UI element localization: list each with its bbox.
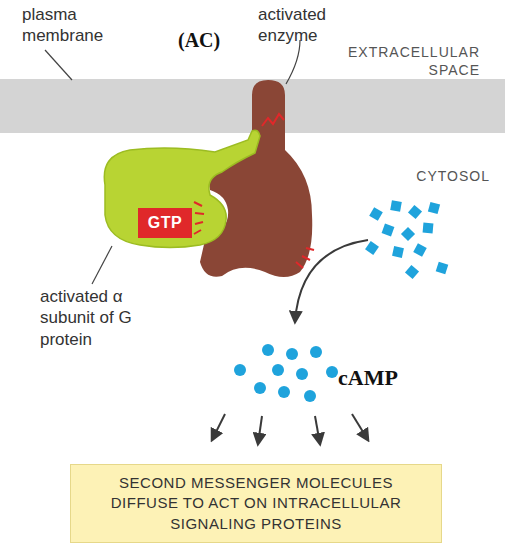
region-label: CYTOSOL (380, 168, 490, 186)
enzyme-label: activated enzyme (258, 4, 348, 47)
gtp-box-text: GTP (148, 212, 182, 234)
subunit-label: activated α subunit of G protein (40, 286, 140, 350)
leader-line (286, 40, 300, 84)
diffusion-arrows (212, 414, 368, 444)
summary-box: SECOND MESSENGER MOLECULES DIFFUSE TO AC… (70, 464, 442, 543)
activation-marks (194, 202, 314, 268)
conversion-arrow (295, 240, 368, 322)
region-label: EXTRACELLULAR SPACE (330, 44, 480, 79)
atp-molecules (365, 200, 448, 279)
summary-box-text: SECOND MESSENGER MOLECULES DIFFUSE TO AC… (87, 473, 425, 534)
leader-line (92, 246, 112, 284)
membrane-label: plasma membrane (22, 4, 122, 47)
leader-line (45, 50, 72, 80)
enzyme-abbreviation: (AC) (178, 28, 238, 53)
g-alpha-subunit (104, 130, 260, 247)
camp-molecules (234, 344, 338, 402)
adenylyl-cyclase (200, 80, 312, 277)
lipid-anchor (262, 114, 284, 126)
gtp-box: GTP (138, 208, 192, 238)
molecule-label: cAMP (338, 364, 428, 392)
